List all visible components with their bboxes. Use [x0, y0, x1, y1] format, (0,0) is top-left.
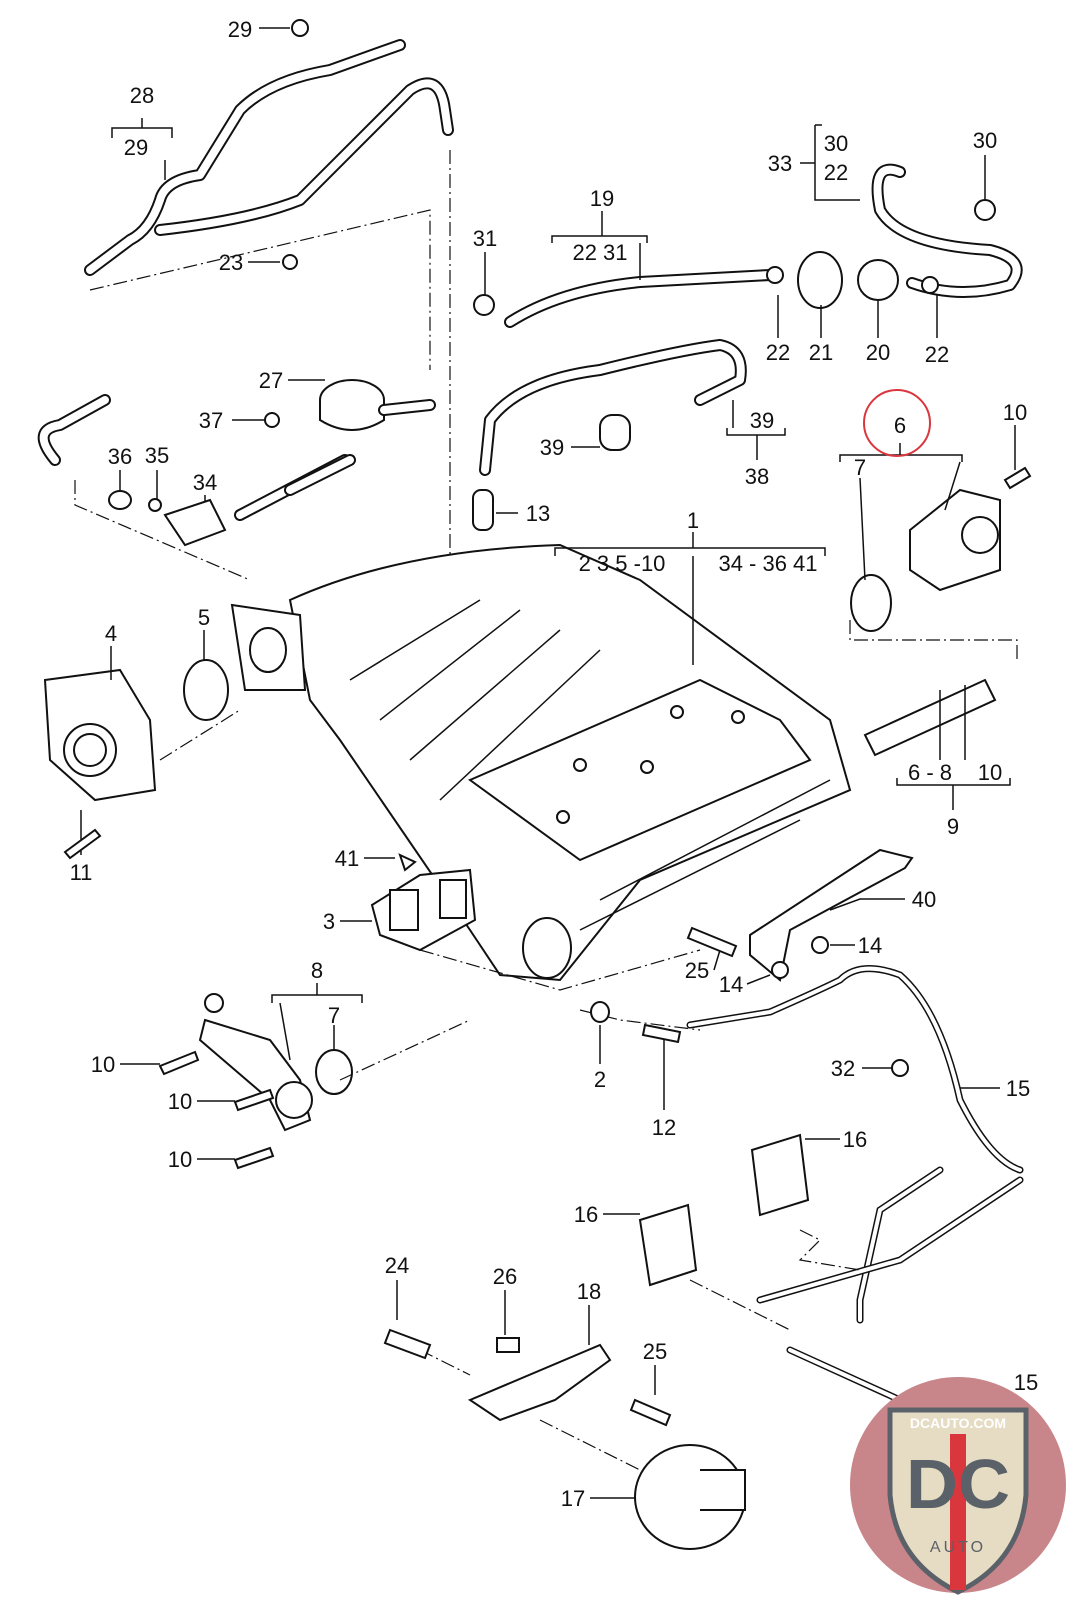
callout-27: 27 [259, 368, 283, 393]
fasteners [63, 19, 1032, 1427]
callout-1-contents-b: 34 - 36 41 [718, 551, 817, 576]
callout-10e: 10 [168, 1147, 192, 1172]
intake-manifold-1 [230, 543, 852, 982]
callout-22b: 22 [766, 340, 790, 365]
callout-40: 40 [912, 887, 936, 912]
callout-10b: 10 [978, 760, 1002, 785]
callout-1-contents-a: 2 3 5 -10 [579, 551, 666, 576]
actuator-6 [909, 488, 1001, 592]
leader-lines [80, 27, 1016, 1499]
callout-22-31: 22 31 [572, 240, 627, 265]
callout-30b: 30 [973, 128, 997, 153]
bracket-18 [467, 1337, 612, 1422]
callout-15a: 15 [1006, 1076, 1030, 1101]
callout-17: 17 [561, 1486, 585, 1511]
callout-10d: 10 [168, 1089, 192, 1114]
vacuum-lines-15 [686, 965, 1024, 1404]
hose-33 [871, 163, 1023, 299]
callout-19: 19 [590, 186, 614, 211]
callout-8: 8 [311, 958, 323, 983]
svg-text:DC: DC [906, 1445, 1010, 1523]
callout-26: 26 [493, 1264, 517, 1289]
callout-29b: 29 [124, 135, 148, 160]
callout-11: 11 [70, 860, 93, 885]
callout-10a: 10 [1003, 400, 1027, 425]
callout-3: 3 [323, 909, 335, 934]
gasket-5 [183, 659, 229, 721]
callout-4: 4 [105, 621, 117, 646]
highlight-circle [863, 389, 931, 457]
oil-separator-27 [284, 379, 436, 496]
callout-22a: 22 [824, 160, 848, 185]
throttle-body-4 [43, 668, 157, 802]
valves-20-21 [797, 251, 899, 309]
hose-assembly-28 [84, 39, 454, 276]
callout-16b: 16 [574, 1202, 598, 1227]
cap-13 [472, 489, 494, 531]
callout-6-8: 6 - 8 [908, 760, 952, 785]
callout-31: 31 [473, 226, 497, 251]
callout-14a: 14 [858, 933, 882, 958]
callout-labels: 29 28 29 23 31 19 22 31 33 30 22 30 22 2… [70, 17, 1031, 1511]
callout-5: 5 [198, 605, 210, 630]
callout-41: 41 [335, 846, 359, 871]
callout-9: 9 [947, 814, 959, 839]
dcauto-logo: DCAUTO.COM DC AUTO [850, 1377, 1066, 1595]
callout-10c: 10 [91, 1052, 115, 1077]
callout-13: 13 [526, 501, 550, 526]
callout-29: 29 [228, 17, 252, 42]
callout-18: 18 [577, 1279, 601, 1304]
callout-7b: 7 [328, 1003, 340, 1028]
callout-14b: 14 [719, 972, 743, 997]
callout-20: 20 [866, 340, 890, 365]
hose-38 [479, 339, 747, 476]
svg-text:AUTO: AUTO [930, 1539, 986, 1556]
callout-25b: 25 [643, 1339, 667, 1364]
callout-33: 33 [768, 151, 792, 176]
callout-30a: 30 [824, 131, 848, 156]
callout-35: 35 [145, 443, 169, 468]
callout-7a: 7 [854, 455, 866, 480]
callout-24: 24 [385, 1253, 409, 1278]
callout-38: 38 [745, 464, 769, 489]
gasket-3 [370, 868, 477, 952]
callout-28: 28 [130, 83, 154, 108]
callout-12: 12 [652, 1115, 676, 1140]
callout-34: 34 [193, 470, 217, 495]
callout-32: 32 [831, 1056, 855, 1081]
callout-23: 23 [219, 250, 243, 275]
hose-left [37, 394, 351, 521]
hose-19 [504, 269, 776, 328]
callout-6-highlighted: 6 [894, 413, 906, 438]
callout-22c: 22 [925, 342, 949, 367]
callout-37: 37 [199, 408, 223, 433]
callout-1: 1 [687, 508, 699, 533]
o-ring-7b [315, 1049, 353, 1095]
vacuum-reservoir-17 [634, 1444, 746, 1550]
callout-25a: 25 [685, 958, 709, 983]
callout-21: 21 [809, 340, 833, 365]
o-ring-7 [850, 574, 892, 632]
callout-16a: 16 [843, 1127, 867, 1152]
callout-39a: 39 [540, 435, 564, 460]
linkage-8 [198, 993, 313, 1132]
valve-shaft-9 [863, 678, 997, 757]
callout-36: 36 [108, 444, 132, 469]
svg-text:DCAUTO.COM: DCAUTO.COM [910, 1415, 1006, 1431]
callout-15b: 15 [1014, 1370, 1038, 1395]
callout-39b: 39 [750, 408, 774, 433]
callout-2: 2 [594, 1067, 606, 1092]
solenoid-valves-16 [638, 1133, 810, 1287]
bracket-40 [749, 848, 914, 982]
